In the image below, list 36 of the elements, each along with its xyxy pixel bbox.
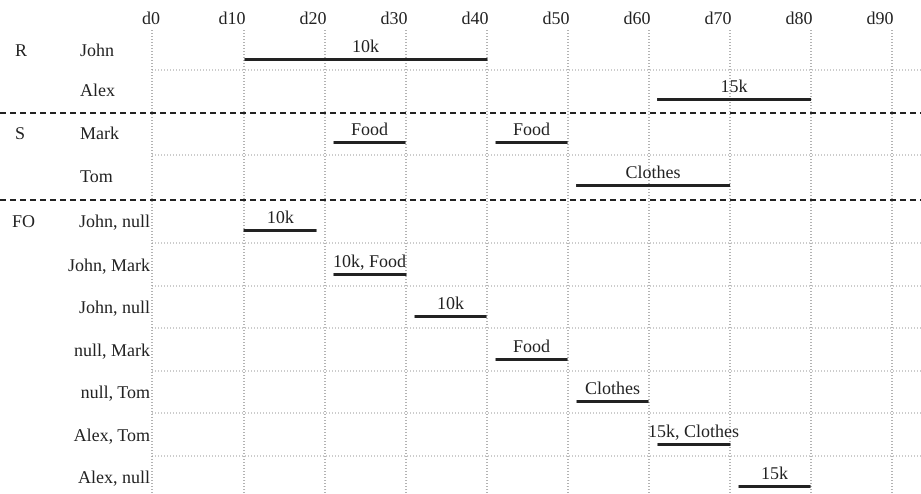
interval-label: Clothes bbox=[626, 162, 681, 182]
tick-label: d50 bbox=[542, 8, 570, 28]
tick-label: d10 bbox=[218, 8, 246, 28]
tick-label: d30 bbox=[380, 8, 408, 28]
group-label: S bbox=[15, 123, 26, 143]
row-label: John, Mark bbox=[68, 255, 150, 275]
interval-label: 15k bbox=[720, 76, 748, 96]
interval-label: 10k bbox=[437, 293, 464, 313]
interval-label: 15k bbox=[761, 463, 788, 483]
row-label: Tom bbox=[80, 166, 113, 186]
tick-label: d20 bbox=[300, 8, 326, 28]
interval-label: Food bbox=[351, 119, 388, 139]
tick-label: d80 bbox=[786, 8, 812, 28]
row-label: Mark bbox=[80, 123, 119, 143]
tick-label: d70 bbox=[704, 8, 732, 28]
row-label: John, null bbox=[78, 297, 150, 317]
row-label: Alex bbox=[80, 80, 115, 100]
interval-label: 15k, Clothes bbox=[648, 421, 740, 441]
row-label: John, null bbox=[78, 211, 150, 231]
tick-label: d0 bbox=[142, 8, 160, 28]
row-label: Alex, null bbox=[78, 467, 150, 487]
tick-label: d60 bbox=[624, 8, 650, 28]
tick-label: d90 bbox=[866, 8, 894, 28]
row-label: Alex, Tom bbox=[74, 425, 150, 445]
interval-label: Clothes bbox=[585, 378, 640, 398]
interval-label: 10k bbox=[266, 207, 294, 227]
row-label: null, Tom bbox=[80, 382, 150, 402]
interval-label: Food bbox=[513, 336, 550, 356]
interval-label: Food bbox=[513, 119, 550, 139]
row-label: John bbox=[80, 40, 114, 60]
row-label: null, Mark bbox=[74, 340, 150, 360]
group-label: R bbox=[15, 40, 28, 60]
tick-label: d40 bbox=[462, 8, 488, 28]
interval-label: 10k bbox=[352, 36, 379, 56]
interval-label: 10k, Food bbox=[333, 251, 406, 271]
group-label: FO bbox=[12, 211, 36, 231]
